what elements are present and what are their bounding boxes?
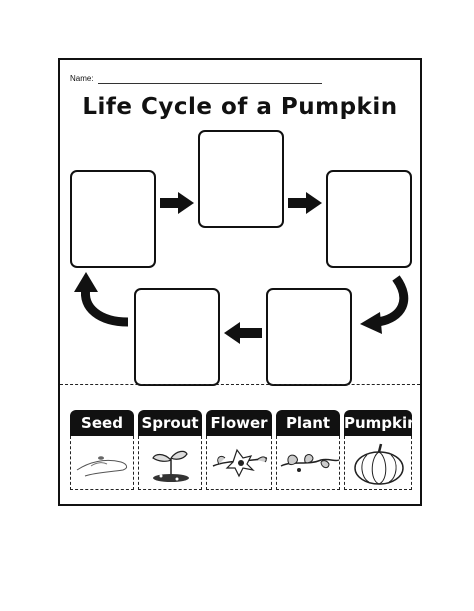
plant-vine-image <box>280 454 340 472</box>
curved-arrow-down-left-icon <box>360 275 409 334</box>
name-field-line[interactable] <box>98 83 322 84</box>
cut-line <box>60 384 420 385</box>
card-picture-seed[interactable] <box>70 436 134 490</box>
arrow-right-icon <box>160 192 194 214</box>
card-label-seed: Seed <box>70 410 134 436</box>
stage-box-4[interactable] <box>266 288 352 386</box>
card-picture-pumpkin[interactable] <box>344 436 412 490</box>
arrow-left-icon <box>224 322 262 344</box>
seed-hand-image <box>76 456 128 477</box>
sprout-image <box>152 450 189 482</box>
stage-box-2[interactable] <box>198 130 284 228</box>
card-label-sprout: Sprout <box>138 410 202 436</box>
card-label-plant: Plant <box>276 410 340 436</box>
stage-box-1[interactable] <box>70 170 156 268</box>
card-picture-sprout[interactable] <box>138 436 202 490</box>
pumpkin-image <box>354 443 404 485</box>
card-label-pumpkin: Pumpkin <box>344 410 418 436</box>
stage-box-5[interactable] <box>134 288 220 386</box>
stage-box-3[interactable] <box>326 170 412 268</box>
card-picture-flower[interactable] <box>206 436 272 490</box>
curved-arrow-up-icon <box>74 272 129 327</box>
worksheet-title: Life Cycle of a Pumpkin <box>82 94 398 120</box>
card-label-flower: Flower <box>206 410 272 436</box>
card-picture-plant[interactable] <box>276 436 340 490</box>
flower-image <box>212 448 268 478</box>
arrow-right-icon <box>288 192 322 214</box>
name-label: Name: <box>70 74 94 83</box>
